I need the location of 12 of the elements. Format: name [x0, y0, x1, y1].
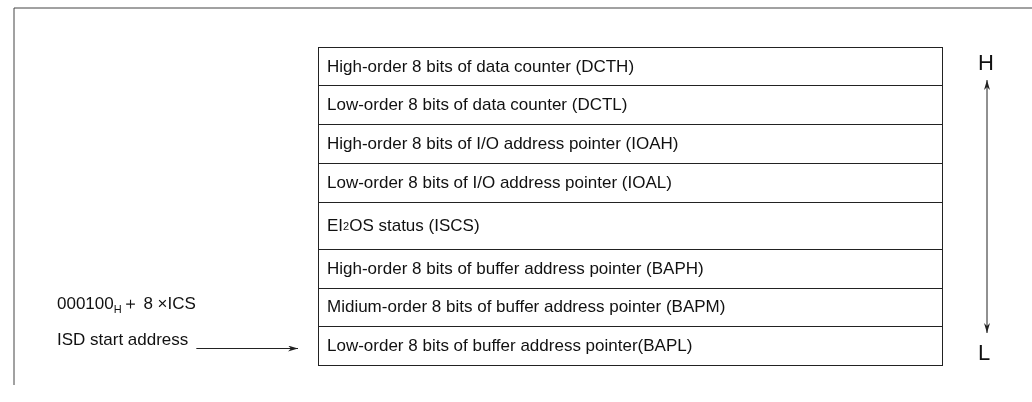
- register-row: Low-order 8 bits of I/O address pointer (IOAL): [318, 162, 943, 203]
- axis-label: H: [978, 50, 994, 76]
- register-row: High-order 8 bits of data counter (DCTH): [318, 47, 943, 86]
- register-row: Low-order 8 bits of buffer address pointer(BAPL): [318, 325, 943, 366]
- address-text: ISD start address: [57, 330, 189, 350]
- arrow: [195, 345, 299, 352]
- register-row: Midium-order 8 bits of buffer address pointer (BAPM): [318, 287, 943, 327]
- register-row: High-order 8 bits of buffer address pointer (BAPH): [318, 248, 943, 289]
- register-row: Low-order 8 bits of data counter (DCTL): [318, 84, 943, 125]
- axis-label: L: [978, 340, 991, 366]
- register-row: High-order 8 bits of I/O address pointer (IOAH): [318, 123, 943, 164]
- address-formula: 000100$_{H}$＋ 8 ×ICS: [57, 293, 196, 316]
